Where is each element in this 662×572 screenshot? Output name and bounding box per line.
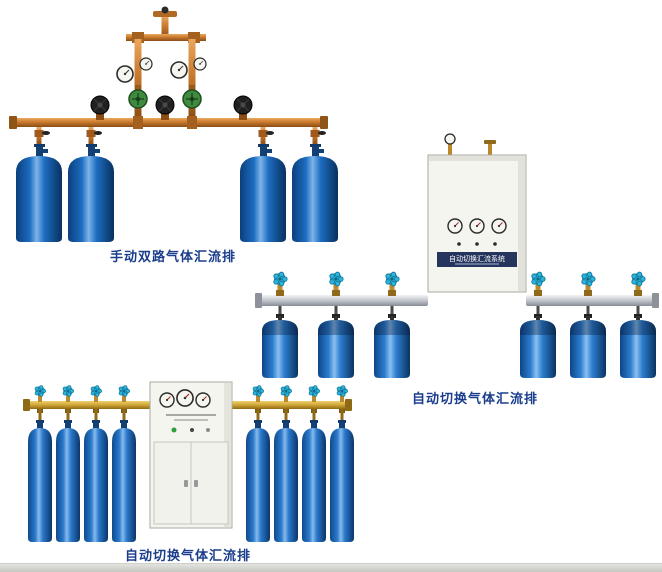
door-handle bbox=[194, 480, 198, 487]
pressure-gauge bbox=[170, 61, 188, 79]
indicator-dot bbox=[475, 242, 479, 246]
gas-cylinder bbox=[520, 314, 556, 378]
cylinder-valve-wheel bbox=[34, 385, 47, 397]
cabinet-top-gauge bbox=[444, 133, 456, 145]
manifold-pipe-left bbox=[23, 399, 154, 411]
gas-cylinder bbox=[302, 420, 326, 542]
cabinet-label-band bbox=[437, 252, 517, 267]
cylinder-valve-wheel bbox=[62, 385, 75, 397]
cabinet-gauge bbox=[176, 389, 194, 407]
auto-switch-floor-manifold-illustration bbox=[23, 381, 354, 542]
pressure-gauge bbox=[139, 57, 153, 71]
manual-dual-manifold-illustration bbox=[9, 6, 338, 242]
cylinder-valve-wheel bbox=[531, 271, 546, 287]
control-cabinet: 自动切换汇流系统 bbox=[427, 133, 527, 293]
indicator-dot bbox=[206, 428, 210, 432]
regulator-station-right bbox=[170, 57, 207, 109]
gas-cylinder bbox=[570, 314, 606, 378]
product-caption-manual-dual: 手动双路气体汇流排 bbox=[109, 249, 236, 264]
manifold-pipe-right bbox=[526, 293, 659, 308]
pressure-gauge bbox=[193, 57, 207, 71]
cylinder-valve-wheel bbox=[581, 271, 596, 287]
gas-cylinder bbox=[68, 144, 114, 242]
valve-handwheel bbox=[155, 95, 175, 120]
cabinet-gauge bbox=[491, 218, 507, 234]
control-cabinet bbox=[149, 381, 233, 529]
cylinder-valve-wheel bbox=[273, 271, 288, 287]
gas-cylinder bbox=[620, 314, 656, 378]
gas-cylinder bbox=[112, 420, 136, 542]
door-handle bbox=[184, 480, 188, 487]
main-manifold-pipe bbox=[9, 116, 328, 129]
manifold-pipe-left bbox=[255, 293, 428, 308]
regulator-station-left bbox=[116, 57, 153, 109]
indicator-dot bbox=[457, 242, 461, 246]
cabinet-label: 自动切换汇流系统 bbox=[449, 254, 505, 263]
product-caption-auto-switch-floor: 自动切换气体汇流排 bbox=[124, 548, 251, 563]
pressure-regulator bbox=[182, 85, 202, 109]
cylinder-valve-wheel bbox=[252, 385, 265, 397]
gas-cylinder bbox=[274, 420, 298, 542]
cylinder-drop-valves bbox=[34, 127, 326, 145]
gas-cylinder bbox=[246, 420, 270, 542]
footer-strip bbox=[0, 563, 662, 572]
gas-cylinder bbox=[28, 420, 52, 542]
cylinder-valve-wheel bbox=[631, 271, 646, 287]
cylinder-valve-stations bbox=[273, 271, 646, 315]
cylinder-valve-wheel bbox=[385, 271, 400, 287]
overhead-pipe-assembly bbox=[126, 6, 206, 119]
cylinder-valve-wheel bbox=[329, 271, 344, 287]
cabinet-gauge bbox=[469, 218, 485, 234]
cylinder-valve-wheel bbox=[280, 385, 293, 397]
gas-cylinder bbox=[330, 420, 354, 542]
gas-cylinder bbox=[262, 314, 298, 378]
gas-cylinder bbox=[56, 420, 80, 542]
cabinet-gauge bbox=[159, 392, 175, 408]
indicator-light bbox=[171, 427, 177, 433]
cabinet-gauge bbox=[195, 392, 211, 408]
auto-switch-manifold-illustration: 自动切换汇流系统 bbox=[255, 133, 659, 378]
gas-cylinder bbox=[318, 314, 354, 378]
gas-cylinder bbox=[16, 144, 62, 242]
product-caption-auto-switch-wall: 自动切换气体汇流排 bbox=[411, 391, 538, 406]
valve-handwheel bbox=[233, 95, 253, 120]
pressure-gauge bbox=[116, 65, 134, 83]
cylinder-valve-wheel bbox=[118, 385, 131, 397]
pressure-regulator bbox=[128, 85, 148, 109]
cabinet-gauge bbox=[447, 218, 463, 234]
valve-handwheel bbox=[90, 95, 110, 120]
gas-cylinder bbox=[374, 314, 410, 378]
manifold-pipe-right bbox=[228, 399, 352, 411]
top-valve-knob bbox=[161, 6, 169, 14]
cylinder-valve-stations bbox=[34, 385, 349, 420]
indicator-dot bbox=[190, 428, 194, 432]
indicator-dot bbox=[493, 242, 497, 246]
gas-cylinder bbox=[84, 420, 108, 542]
cylinder-valve-wheel bbox=[90, 385, 103, 397]
